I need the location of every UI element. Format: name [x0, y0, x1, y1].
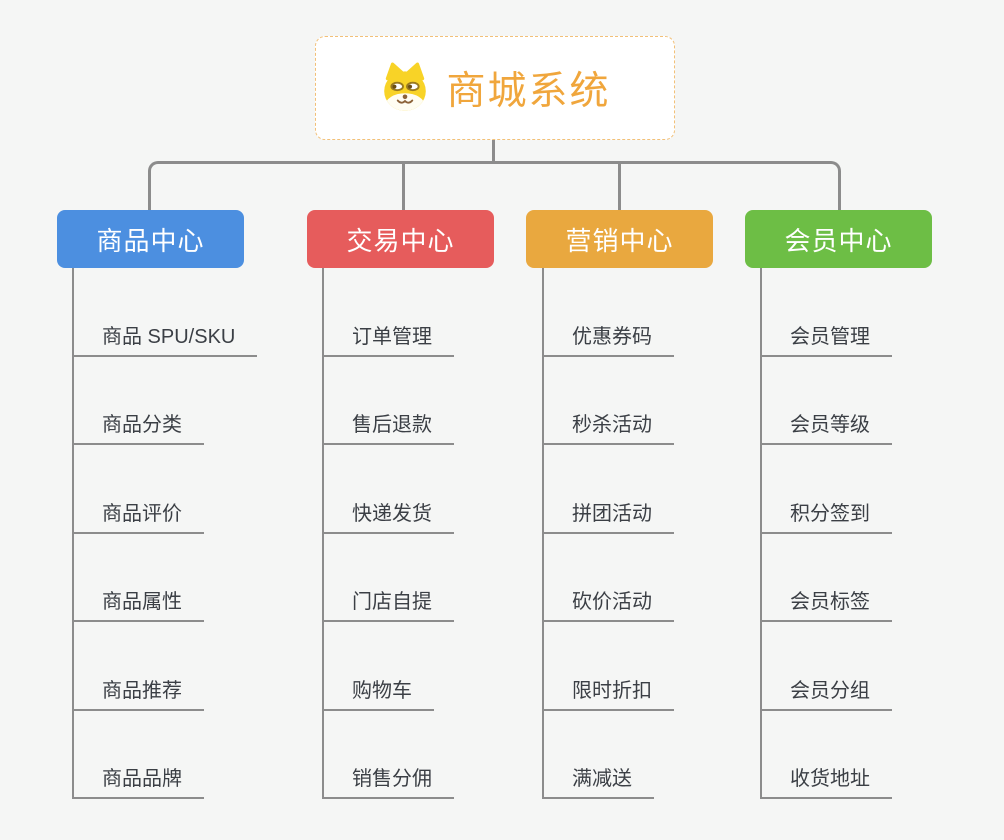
column-line: [322, 268, 324, 799]
leaf-item[interactable]: 积分签到: [760, 497, 892, 534]
leaf-item[interactable]: 会员管理: [760, 320, 892, 357]
leaf-item[interactable]: 商品品牌: [72, 762, 204, 799]
branch-product-children: 商品 SPU/SKU 商品分类 商品评价 商品属性 商品推荐 商品品牌: [72, 268, 258, 799]
leaf-item[interactable]: 快递发货: [322, 497, 454, 534]
column-line: [72, 268, 74, 799]
branch-marketing-children: 优惠券码 秒杀活动 拼团活动 砍价活动 限时折扣 满减送: [542, 268, 674, 799]
leaf-item[interactable]: 商品 SPU/SKU: [72, 320, 258, 357]
branch-label: 商品中心: [96, 225, 205, 256]
leaf-item[interactable]: 满减送: [542, 762, 654, 799]
branch-product-center[interactable]: 商品中心: [57, 210, 244, 268]
leaf-item[interactable]: 收货地址: [760, 762, 892, 799]
branch-label: 交易中心: [346, 225, 455, 256]
root-title: 商城系统: [446, 70, 611, 113]
root-node[interactable]: 商城系统: [315, 36, 675, 140]
leaf-item[interactable]: 购物车: [322, 674, 434, 711]
connector-drop: [402, 161, 405, 210]
leaf-item[interactable]: 秒杀活动: [542, 408, 674, 445]
leaf-item[interactable]: 拼团活动: [542, 497, 674, 534]
leaf-item[interactable]: 优惠券码: [542, 320, 674, 357]
connector-root-stem: [492, 140, 495, 162]
column-line: [760, 268, 762, 799]
leaf-item[interactable]: 商品属性: [72, 585, 204, 622]
leaf-item[interactable]: 限时折扣: [542, 674, 674, 711]
column-line: [542, 268, 544, 799]
leaf-item[interactable]: 会员标签: [760, 585, 892, 622]
branch-member-children: 会员管理 会员等级 积分签到 会员标签 会员分组 收货地址: [760, 268, 892, 799]
branch-marketing-center[interactable]: 营销中心: [526, 210, 713, 268]
leaf-item[interactable]: 会员等级: [760, 408, 892, 445]
branch-trade-center[interactable]: 交易中心: [307, 210, 494, 268]
leaf-item[interactable]: 砍价活动: [542, 585, 674, 622]
leaf-item[interactable]: 门店自提: [322, 585, 454, 622]
dog-face-icon: [379, 62, 431, 114]
leaf-item[interactable]: 商品推荐: [72, 674, 204, 711]
leaf-item[interactable]: 商品评价: [72, 497, 204, 534]
connector-drop: [618, 161, 621, 210]
branch-label: 会员中心: [784, 225, 893, 256]
leaf-item[interactable]: 商品分类: [72, 408, 204, 445]
leaf-item[interactable]: 销售分佣: [322, 762, 454, 799]
branch-member-center[interactable]: 会员中心: [745, 210, 932, 268]
leaf-item[interactable]: 会员分组: [760, 674, 892, 711]
leaf-item[interactable]: 订单管理: [322, 320, 454, 357]
branch-trade-children: 订单管理 售后退款 快递发货 门店自提 购物车 销售分佣: [322, 268, 454, 799]
connector-bracket: [148, 161, 841, 210]
branch-label: 营销中心: [565, 225, 674, 256]
leaf-item[interactable]: 售后退款: [322, 408, 454, 445]
